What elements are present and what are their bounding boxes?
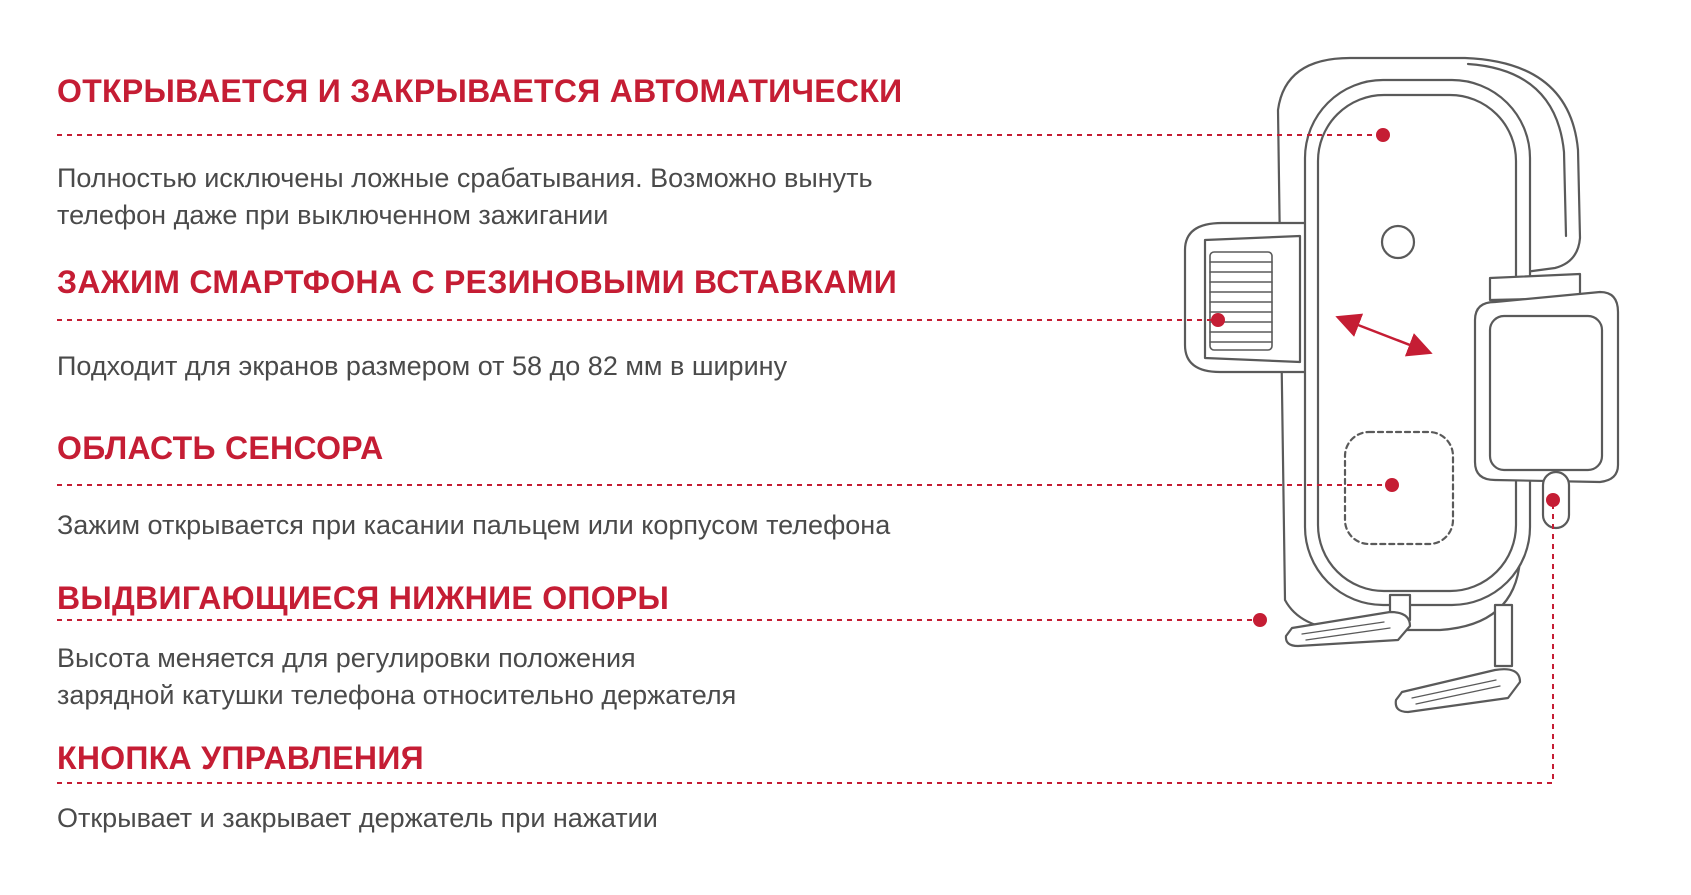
feature-title-bottom-supports: ВЫДВИГАЮЩИЕСЯ НИЖНИЕ ОПОРЫ <box>57 580 670 616</box>
description-line: Высота меняется для регулировки положени… <box>57 643 636 673</box>
marker-dot-bottom-supports <box>1253 613 1267 627</box>
left-clamp-arm-inner <box>1203 234 1302 364</box>
marker-dot-sensor-area <box>1385 478 1399 492</box>
clamp-width-arrow <box>1335 313 1433 357</box>
feature-title-auto-open: ОТКРЫВАЕТСЯ И ЗАКРЫВАЕТСЯ АВТОМАТИЧЕСКИ <box>57 73 903 109</box>
charging-coil-marker <box>1380 224 1416 260</box>
support-post-lower <box>1493 603 1514 668</box>
description-line: Подходит для экранов размером от 58 до 8… <box>57 351 788 381</box>
feature-description-rubber-clamp: Подходит для экранов размером от 58 до 8… <box>57 348 787 385</box>
description-line: телефон даже при выключенном зажигании <box>57 200 609 230</box>
description-line: Открывает и закрывает держатель при нажа… <box>57 803 658 833</box>
feature-title-sensor-area: ОБЛАСТЬ СЕНСОРА <box>57 430 384 466</box>
support-foot-upper <box>1284 610 1412 648</box>
marker-dot-rubber-clamp <box>1211 313 1225 327</box>
feature-description-control-button: Открывает и закрывает держатель при нажа… <box>57 800 658 837</box>
left-clamp-arm <box>1183 221 1332 374</box>
feature-description-bottom-supports: Высота меняется для регулировки положени… <box>57 640 736 714</box>
car-phone-holder-icon <box>1183 56 1620 714</box>
description-line: зарядной катушки телефона относительно д… <box>57 680 737 710</box>
left-clamp-rubber-pad <box>1209 251 1273 351</box>
right-clamp-arm <box>1473 290 1620 484</box>
description-line: Полностью исключены ложные срабатывания.… <box>57 163 873 193</box>
support-foot-lower <box>1394 668 1522 714</box>
feature-title-rubber-clamp: ЗАЖИМ СМАРТФОНА С РЕЗИНОВЫМИ ВСТАВКАМИ <box>57 264 898 300</box>
holder-back-shell-rim <box>1466 62 1568 238</box>
marker-dot-auto-open <box>1376 128 1390 142</box>
right-clamp-pad <box>1488 314 1604 472</box>
marker-dot-control-button <box>1546 493 1560 507</box>
feature-description-auto-open: Полностью исключены ложные срабатывания.… <box>57 160 873 234</box>
support-foot-ridges <box>1301 621 1501 705</box>
description-line: Зажим открывается при касании пальцем ил… <box>57 510 891 540</box>
feature-description-sensor-area: Зажим открывается при касании пальцем ил… <box>57 507 890 544</box>
leader-line-control-button <box>57 500 1554 784</box>
sensor-area-outline <box>1343 430 1455 546</box>
feature-title-control-button: КНОПКА УПРАВЛЕНИЯ <box>57 740 424 776</box>
